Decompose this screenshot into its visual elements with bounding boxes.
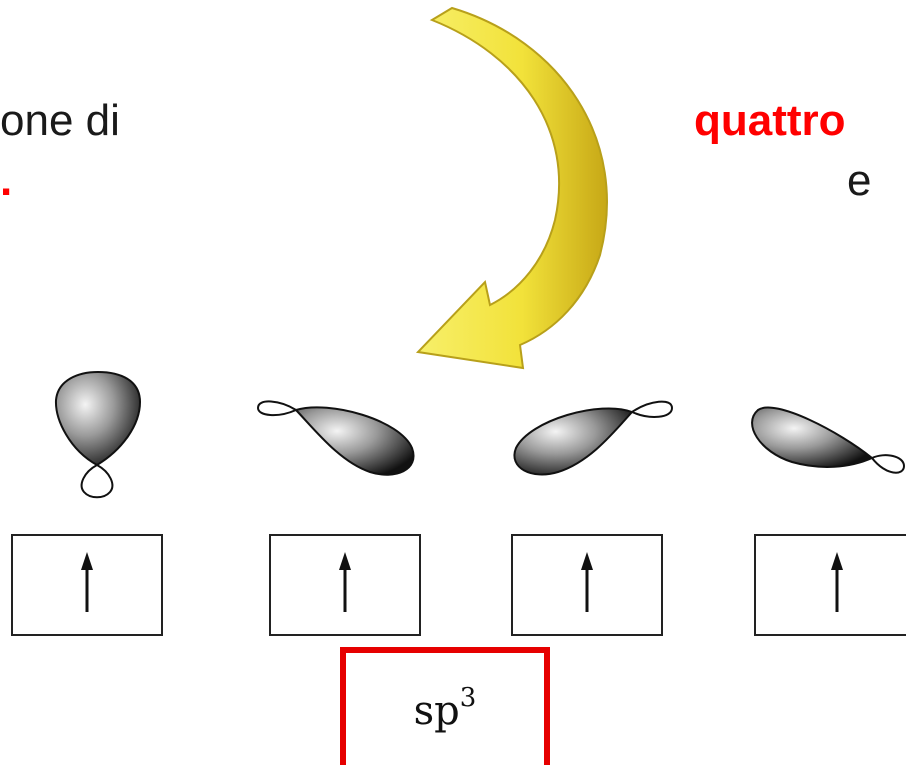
slide-text-left-line1: one di [0, 96, 120, 145]
orbital-box-1 [11, 534, 163, 636]
slide-text-right-line1: quattro [694, 96, 846, 145]
sp3-label: sp3 [346, 683, 544, 734]
orbital-lobe-2 [256, 400, 415, 476]
sp3-superscript: 3 [459, 683, 477, 713]
sp3-base: sp [413, 688, 460, 734]
orbital-box-2 [269, 534, 421, 636]
orbital-box-4 [754, 534, 906, 636]
orbital-lobe-1 [54, 370, 142, 499]
orbital-box-3 [511, 534, 663, 636]
sp3-label-box: sp3 [340, 647, 550, 765]
orbital-lobe-3 [513, 400, 674, 476]
slide-text-right-line2: e [847, 156, 872, 205]
curved-arrow-icon [415, 6, 608, 370]
slide-text-left-line2: . [0, 156, 13, 205]
orbital-lobe-4 [751, 406, 906, 474]
